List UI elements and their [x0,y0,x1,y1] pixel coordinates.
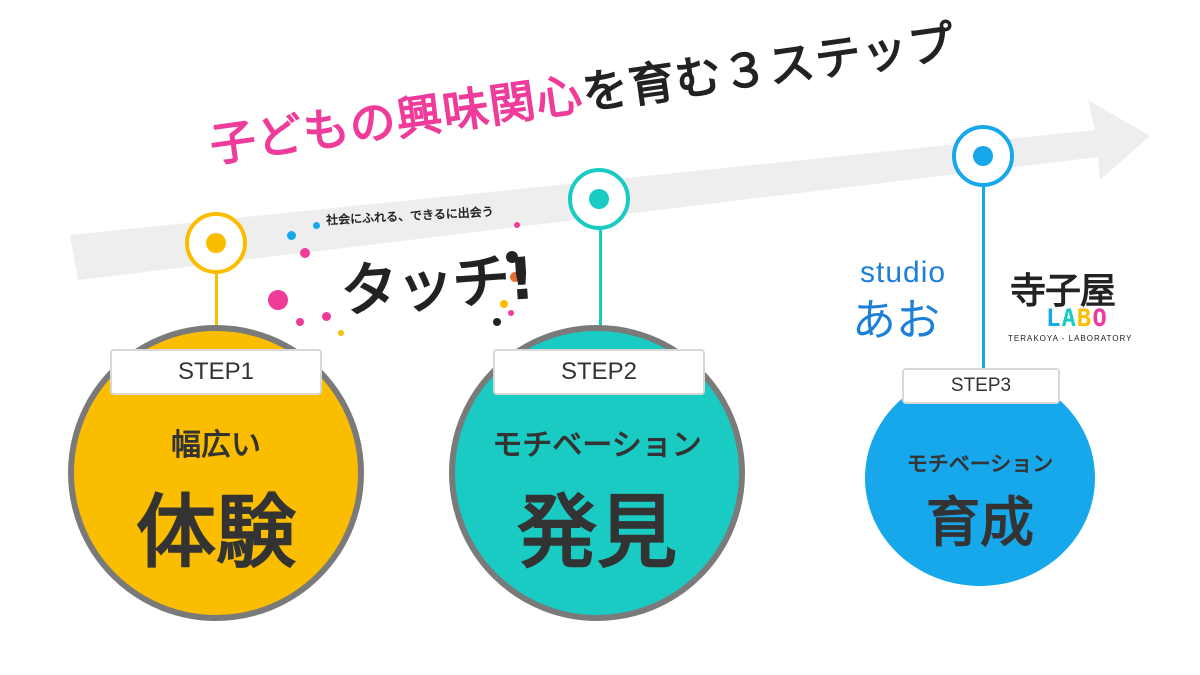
step3-stem [982,185,985,370]
step3-marker-icon [952,125,1014,187]
step3-title: 育成 [926,491,1034,554]
step3-subtitle: モチベーション [906,452,1054,476]
studio-logo-bottom: あお [852,295,940,346]
step3-label: STEP3 [902,368,1060,404]
step1-subtitle: 幅広い [171,428,261,463]
terakoya-labo: LABO [1046,304,1108,332]
terakoya-title: 寺子屋 [1010,271,1116,312]
step1-label: STEP1 [110,349,322,395]
step2-stem [599,225,602,350]
step1-title: 体験 [136,486,296,579]
step2-title: 発見 [517,486,677,579]
step2-label: STEP2 [493,349,705,395]
terakoya-subtitle: TERAKOYA - LABORATORY [1008,334,1133,343]
studio-logo-top: studio [860,256,947,289]
step1-stem [215,270,218,350]
step2-marker-icon [568,168,630,230]
step1-marker-icon [185,212,247,274]
step2-subtitle: モチベーション [492,428,702,463]
touch-logo-text: タッチ! [338,244,535,326]
step3-circle [865,370,1095,586]
